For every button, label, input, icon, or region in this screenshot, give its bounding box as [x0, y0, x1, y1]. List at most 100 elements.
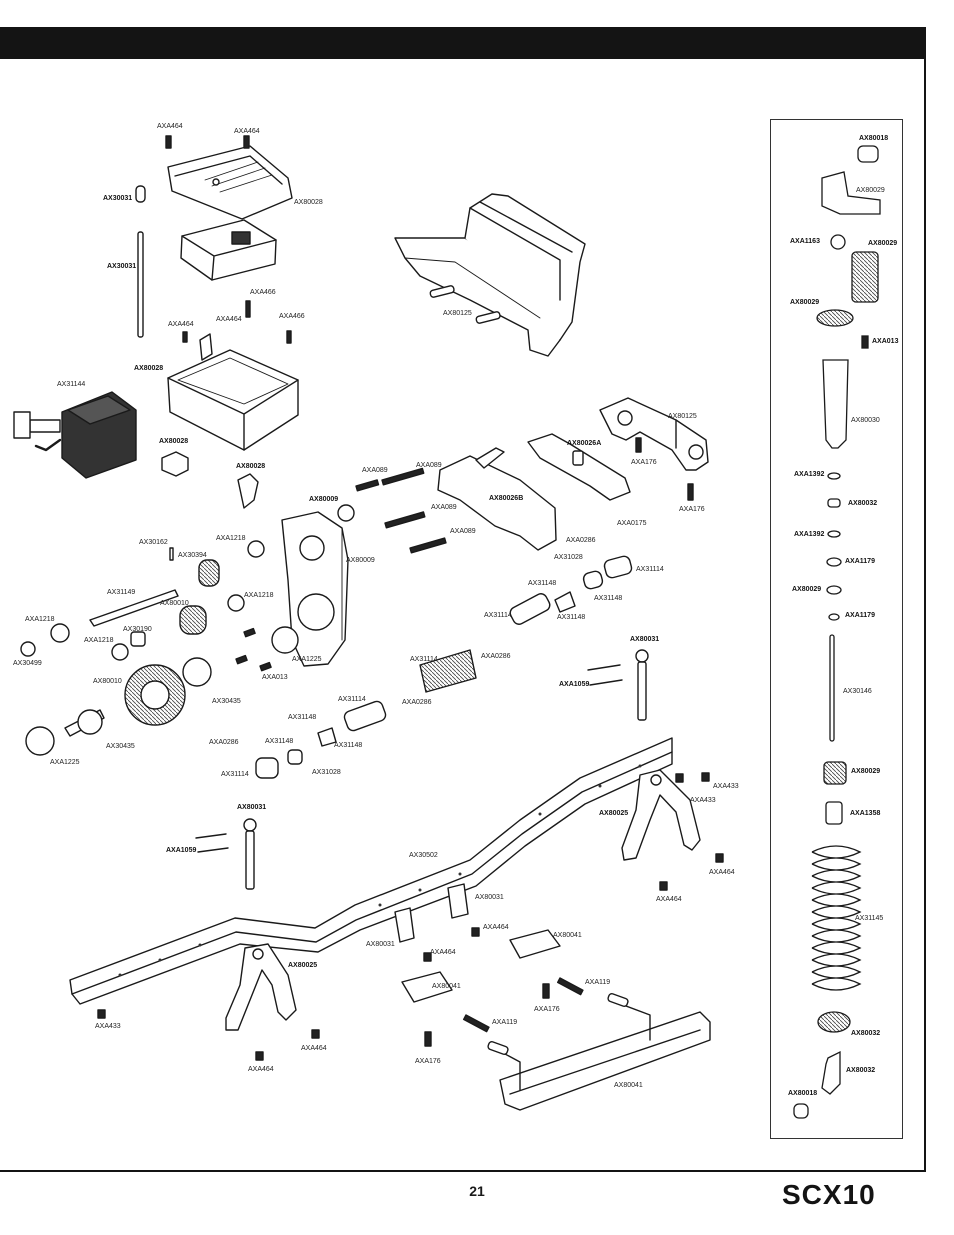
part-label: AXA464 [656, 896, 682, 903]
shock-body [822, 359, 849, 449]
part-label: AX30502 [409, 852, 438, 859]
part-label: AX80009 [346, 557, 375, 564]
scx-logo-letters: SCX10 [782, 1179, 876, 1209]
gear-mid [179, 605, 207, 635]
servo-screws [462, 977, 584, 1033]
esc [13, 391, 137, 479]
receiver-box [167, 333, 299, 451]
shock-bleed-screw [861, 335, 869, 349]
mount-a [394, 907, 415, 943]
part-label: AX31114 [221, 771, 249, 778]
shock-hoop-front [621, 769, 701, 861]
bearing [111, 643, 129, 661]
shock-spring-cup [817, 1011, 851, 1033]
part-label: AXA1218 [25, 616, 55, 623]
part-label: AX80125 [668, 413, 697, 420]
part-label: AX31148 [594, 595, 623, 602]
footer-rule [0, 1170, 926, 1172]
part-label: AXA464 [483, 924, 509, 931]
shock-part-label: AXA1163 [790, 238, 820, 245]
shock-part-label: AX80029 [851, 768, 881, 775]
crossmember-b [437, 447, 557, 551]
body-post-rear [195, 818, 257, 890]
servo-mount-b [401, 971, 453, 1003]
part-label: AXA466 [279, 313, 305, 320]
part-label: AXA0286 [566, 537, 596, 544]
part-label: AX80026B [489, 495, 524, 502]
shock-part-label: AXA013 [872, 338, 899, 345]
shock-collar [816, 309, 854, 327]
receiver-clip-2 [237, 473, 259, 509]
servo-mount-a [509, 929, 561, 959]
rear-bumper [487, 992, 711, 1111]
transmission-shaft [89, 589, 179, 627]
front-bumper [394, 193, 586, 357]
long-screws [355, 467, 447, 554]
part-label: AXA176 [631, 459, 657, 466]
part-label: AXA176 [679, 506, 705, 513]
shock-part-label: AX31145 [855, 915, 884, 922]
shock-part-label: AXA1179 [845, 612, 875, 619]
antenna-tube [137, 231, 144, 338]
part-label: AX80028 [134, 365, 164, 372]
shock-part-label: AXA1392 [794, 471, 825, 478]
shock-washer-2 [826, 585, 842, 595]
bearing [337, 504, 355, 522]
shock-part-label: AXA1358 [850, 810, 881, 817]
part-label: AX31144 [57, 381, 86, 388]
shock-part-label: AX80029 [856, 187, 885, 194]
shock-cap-top [821, 171, 881, 215]
crossmember-a [527, 433, 631, 501]
part-label: AXA466 [250, 289, 276, 296]
header-bar [0, 27, 924, 59]
receiver-clip [161, 451, 189, 477]
shock-rod-end-top [857, 145, 879, 163]
part-label: AX30499 [13, 660, 42, 667]
part-label: AXA176 [534, 1006, 560, 1013]
part-label: AX80009 [309, 496, 339, 503]
chassis-screws [97, 135, 724, 1061]
bearing [271, 626, 299, 654]
part-label: AX30031 [107, 263, 137, 270]
spacer [130, 631, 146, 647]
bearing [20, 641, 36, 657]
part-label: AXA176 [415, 1058, 441, 1065]
part-label: AXA089 [362, 467, 388, 474]
part-label: AX31028 [554, 554, 583, 561]
spur-gear-hub [140, 680, 170, 710]
shock-bottom-cap [823, 761, 847, 785]
part-label: AX30190 [123, 626, 152, 633]
part-label: AX31028 [312, 769, 341, 776]
part-label: AXA1225 [50, 759, 80, 766]
part-label: AX80025 [288, 962, 318, 969]
part-label: AXA1225 [292, 656, 322, 663]
part-label: AXA0286 [402, 699, 432, 706]
transmission-case [281, 511, 349, 667]
part-label: AX80028 [294, 199, 323, 206]
shock-piston-1 [827, 498, 841, 508]
shock-eclip-1 [827, 472, 841, 480]
part-label: AX80025 [599, 810, 629, 817]
part-label: AX30394 [178, 552, 207, 559]
body-post-front [587, 649, 649, 721]
part-label: AXA1218 [216, 535, 246, 542]
part-label: AX80041 [553, 932, 582, 939]
bearing [227, 594, 245, 612]
part-label: AX31148 [528, 580, 557, 587]
shock-oring [830, 234, 846, 250]
slipper-plate [182, 657, 212, 687]
scx10-logo: SCX10 [782, 1179, 876, 1209]
shock-part-label: AXA1179 [845, 558, 875, 565]
part-label: AX31148 [557, 614, 586, 621]
shock-part-label: AX80030 [851, 417, 880, 424]
shock-part-label: AX30146 [843, 688, 872, 695]
part-label: AX80041 [432, 983, 461, 990]
part-label: AXA464 [168, 321, 194, 328]
driveshaft-upper [509, 555, 633, 625]
part-label: AXA119 [492, 1019, 518, 1026]
shock-part-label: AX80029 [790, 299, 820, 306]
part-label: AX31114 [636, 566, 664, 573]
shock-eclip-2 [827, 530, 841, 538]
part-label: AX80010 [160, 600, 189, 607]
shock-parts-panel [770, 119, 903, 1139]
